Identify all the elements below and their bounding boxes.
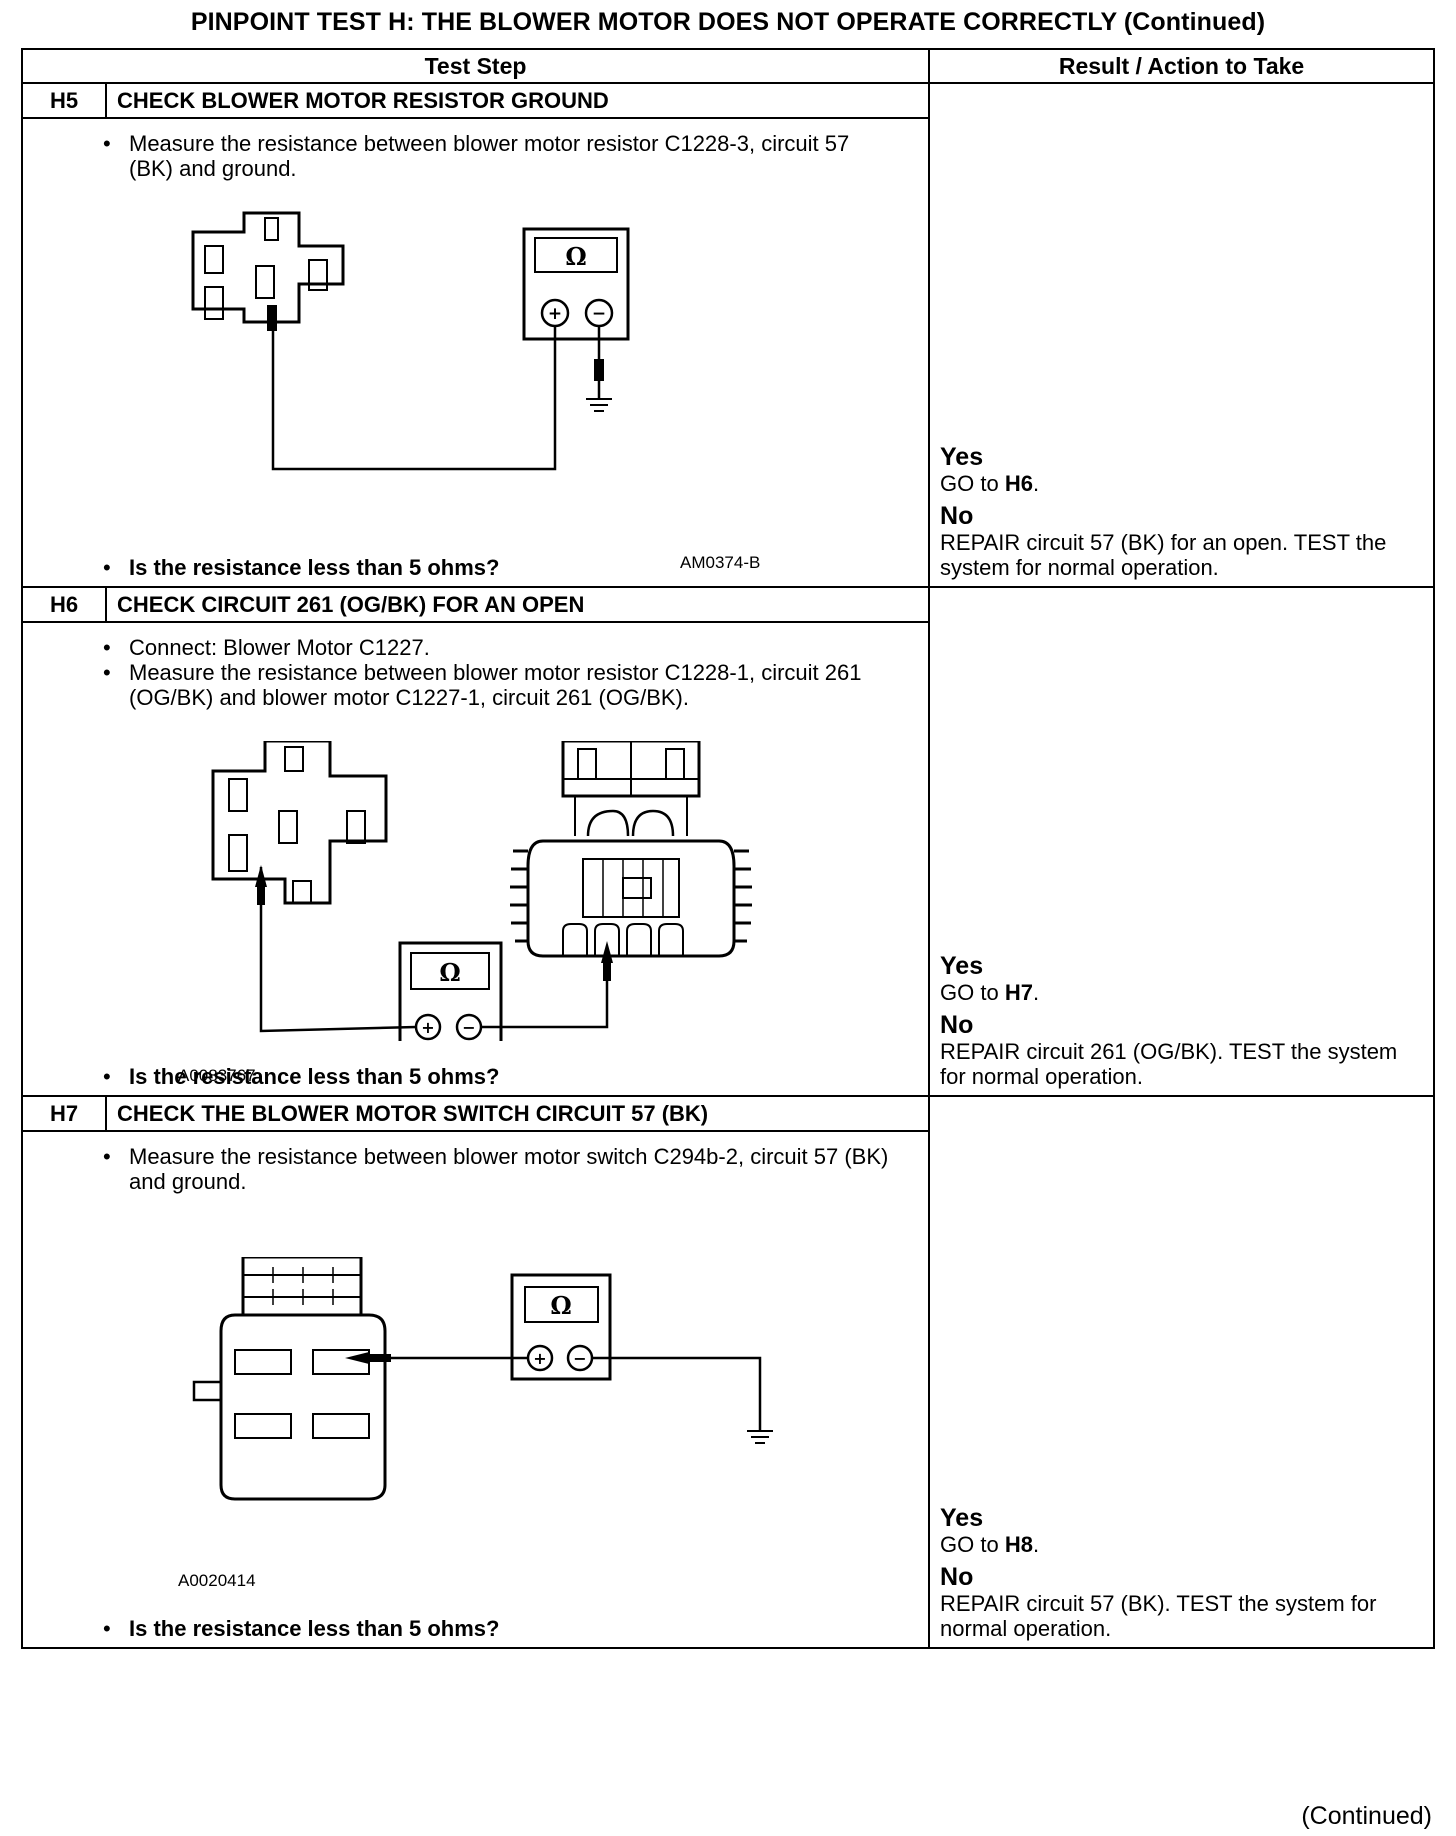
yes-label: Yes	[940, 1504, 984, 1532]
instruction-bullet: Measure the resistance between blower mo…	[23, 660, 928, 710]
step-question: Is the resistance less than 5 ohms?	[23, 1064, 499, 1089]
step-id: H5	[21, 82, 107, 119]
svg-text:+: +	[533, 1349, 546, 1368]
step-h6-body-row: Connect: Blower Motor C1227. Measure the…	[20, 621, 1434, 1097]
page-title: PINPOINT TEST H: THE BLOWER MOTOR DOES N…	[190, 8, 1266, 36]
h6-wiring-diagram: Ω + −	[211, 741, 752, 1041]
result-header: Result / Action to Take	[928, 48, 1436, 84]
step-question: Is the resistance less than 5 ohms?	[23, 1616, 499, 1641]
step-question: Is the resistance less than 5 ohms?	[23, 555, 499, 580]
ohm-symbol: Ω	[565, 242, 586, 271]
step-title: CHECK THE BLOWER MOTOR SWITCH CIRCUIT 57…	[104, 1095, 931, 1132]
step-h7-body-row: Measure the resistance between blower mo…	[20, 1130, 1434, 1649]
pinpoint-test-table: Test Step Result / Action to Take H5 CHE…	[20, 48, 1436, 1649]
no-action: REPAIR circuit 57 (BK) for an open. TEST…	[940, 530, 1387, 580]
yes-action: GO to H7.	[940, 980, 1040, 1005]
no-action: REPAIR circuit 57 (BK). TEST the system …	[940, 1591, 1377, 1641]
svg-text:+: +	[548, 304, 562, 324]
instruction-bullet: Measure the resistance between blower mo…	[23, 1144, 928, 1194]
no-action: REPAIR circuit 261 (OG/BK). TEST the sys…	[940, 1039, 1398, 1089]
step-h5-body-row: Measure the resistance between blower mo…	[20, 117, 1434, 588]
svg-text:−: −	[462, 1018, 475, 1037]
svg-text:−: −	[592, 304, 606, 324]
yes-action: GO to H6.	[940, 471, 1040, 496]
ohm-symbol: Ω	[439, 958, 460, 987]
step-h6-title-row: H6 CHECK CIRCUIT 261 (OG/BK) FOR AN OPEN…	[21, 586, 1436, 1097]
yes-label: Yes	[940, 952, 984, 980]
step-id: H6	[21, 586, 107, 623]
test-step-header: Test Step	[20, 48, 931, 84]
step-h7-body: Measure the resistance between blower mo…	[20, 1130, 931, 1649]
step-h5-body: Measure the resistance between blower mo…	[20, 117, 931, 588]
svg-text:+: +	[421, 1018, 434, 1037]
no-label: No	[940, 502, 974, 530]
yes-label: Yes	[940, 443, 984, 471]
step-h5-result: Yes GO to H6. No REPAIR circuit 57 (BK) …	[928, 82, 1436, 588]
figure-code: A0020414	[178, 1571, 256, 1590]
step-h7-title-row: H7 CHECK THE BLOWER MOTOR SWITCH CIRCUIT…	[21, 1095, 1436, 1649]
step-h7-result: Yes GO to H8. No REPAIR circuit 57 (BK).…	[928, 1095, 1436, 1649]
figure-code: AM0374-B	[680, 553, 761, 572]
table-header-row: Test Step Result / Action to Take	[20, 48, 1436, 84]
step-id: H7	[21, 1095, 107, 1132]
no-label: No	[940, 1563, 974, 1591]
step-title: CHECK BLOWER MOTOR RESISTOR GROUND	[104, 82, 931, 119]
continued-footer: (Continued)	[1301, 1802, 1432, 1830]
svg-text:−: −	[573, 1349, 586, 1368]
yes-action: GO to H8.	[940, 1532, 1040, 1557]
step-h6-body: Connect: Blower Motor C1227. Measure the…	[20, 621, 931, 1097]
h7-wiring-diagram: Ω + −	[192, 1257, 773, 1501]
instruction-bullet: Connect: Blower Motor C1227.	[23, 635, 928, 660]
no-label: No	[940, 1011, 974, 1039]
step-title: CHECK CIRCUIT 261 (OG/BK) FOR AN OPEN	[104, 586, 931, 623]
h5-wiring-diagram: Ω + −	[191, 211, 630, 471]
step-h5-title-row: H5 CHECK BLOWER MOTOR RESISTOR GROUND Ye…	[21, 82, 1436, 588]
ohm-symbol: Ω	[550, 1291, 571, 1320]
instruction-bullet: Measure the resistance between blower mo…	[23, 131, 928, 181]
step-h6-result: Yes GO to H7. No REPAIR circuit 261 (OG/…	[928, 586, 1436, 1097]
